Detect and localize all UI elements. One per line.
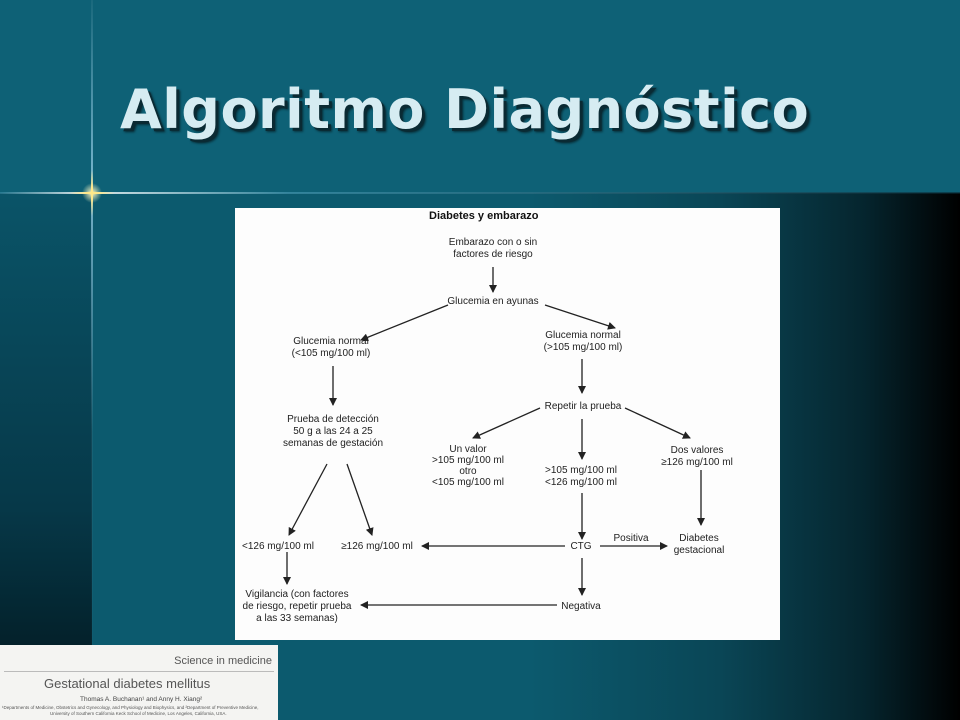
edge-fasting-normal-low <box>360 304 449 342</box>
node-negative: Negativa <box>561 601 601 612</box>
title-band <box>0 0 960 193</box>
node-middle-range: >105 mg/100 ml<126 mg/100 ml <box>545 465 617 488</box>
reference-affiliation-2: University of Southern California Keck S… <box>50 711 227 716</box>
edge-fasting-normal-high <box>544 304 616 330</box>
node-ge126: ≥126 mg/100 ml <box>341 541 413 552</box>
node-fasting: Glucemia en ayunas <box>447 296 538 307</box>
edge-screening-ge126 <box>346 463 374 536</box>
node-two-values: Dos valores≥126 mg/100 ml <box>661 445 733 468</box>
edge-screening-lt126 <box>288 463 328 536</box>
sparkle-icon <box>69 170 115 216</box>
node-lt126: <126 mg/100 ml <box>242 541 314 552</box>
node-edge-positive: Positiva <box>613 533 648 544</box>
reference-section: Science in medicine <box>174 655 272 667</box>
edge-repeat-two-values <box>624 407 691 439</box>
reference-divider <box>4 671 274 672</box>
flowchart-edges <box>283 267 705 609</box>
node-ctg: CTG <box>570 541 591 552</box>
edge-repeat-one-value <box>472 407 541 439</box>
left-strip <box>0 193 92 720</box>
reference-affiliation-1: ¹Departments of Medicine, Obstetrics and… <box>2 705 259 710</box>
reference-thumbnail: Science in medicine Gestational diabetes… <box>0 645 278 720</box>
node-normal-high: Glucemia normal(>105 mg/100 ml) <box>544 330 623 353</box>
slide-title: Algoritmo Diagnóstico <box>120 78 810 141</box>
node-normal-low: Glucemia normal(<105 mg/100 ml) <box>292 336 371 359</box>
reference-authors: Thomas A. Buchanan¹ and Anny H. Xiang² <box>80 696 203 703</box>
horizontal-accent-line <box>0 192 960 194</box>
node-title: Diabetes y embarazo <box>429 210 539 222</box>
reference-title: Gestational diabetes mellitus <box>44 676 211 691</box>
vertical-accent-line <box>91 0 93 720</box>
node-repeat: Repetir la prueba <box>545 401 622 412</box>
